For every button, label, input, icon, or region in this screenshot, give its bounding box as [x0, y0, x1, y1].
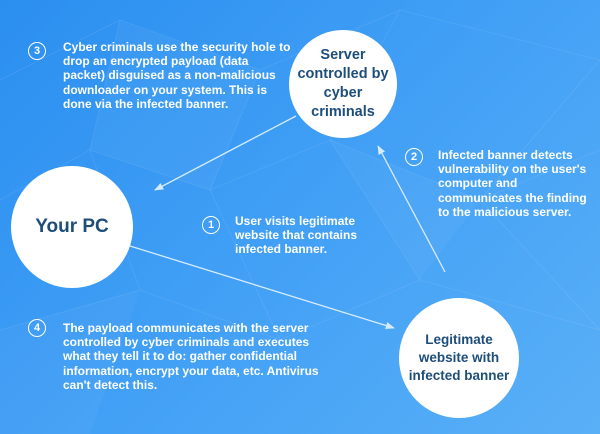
step-3-text: Cyber criminals use the security hole to… — [63, 40, 291, 111]
your-pc-node: Your PC — [11, 166, 133, 288]
step-2-text: Infected banner detects vulnerability on… — [438, 148, 587, 219]
step-4-badge: 4 — [28, 319, 46, 337]
step-1-text: User visits legitimate website that cont… — [235, 214, 358, 257]
step-1-badge: 1 — [202, 216, 220, 234]
legitimate-website-node: Legitimate website with infected banner — [399, 298, 519, 418]
step-3-badge: 3 — [28, 42, 46, 60]
step-4-text: The payload communicates with the server… — [63, 321, 319, 392]
server-node: Server controlled by cyber criminals — [289, 30, 397, 138]
step-2-badge: 2 — [405, 148, 423, 166]
